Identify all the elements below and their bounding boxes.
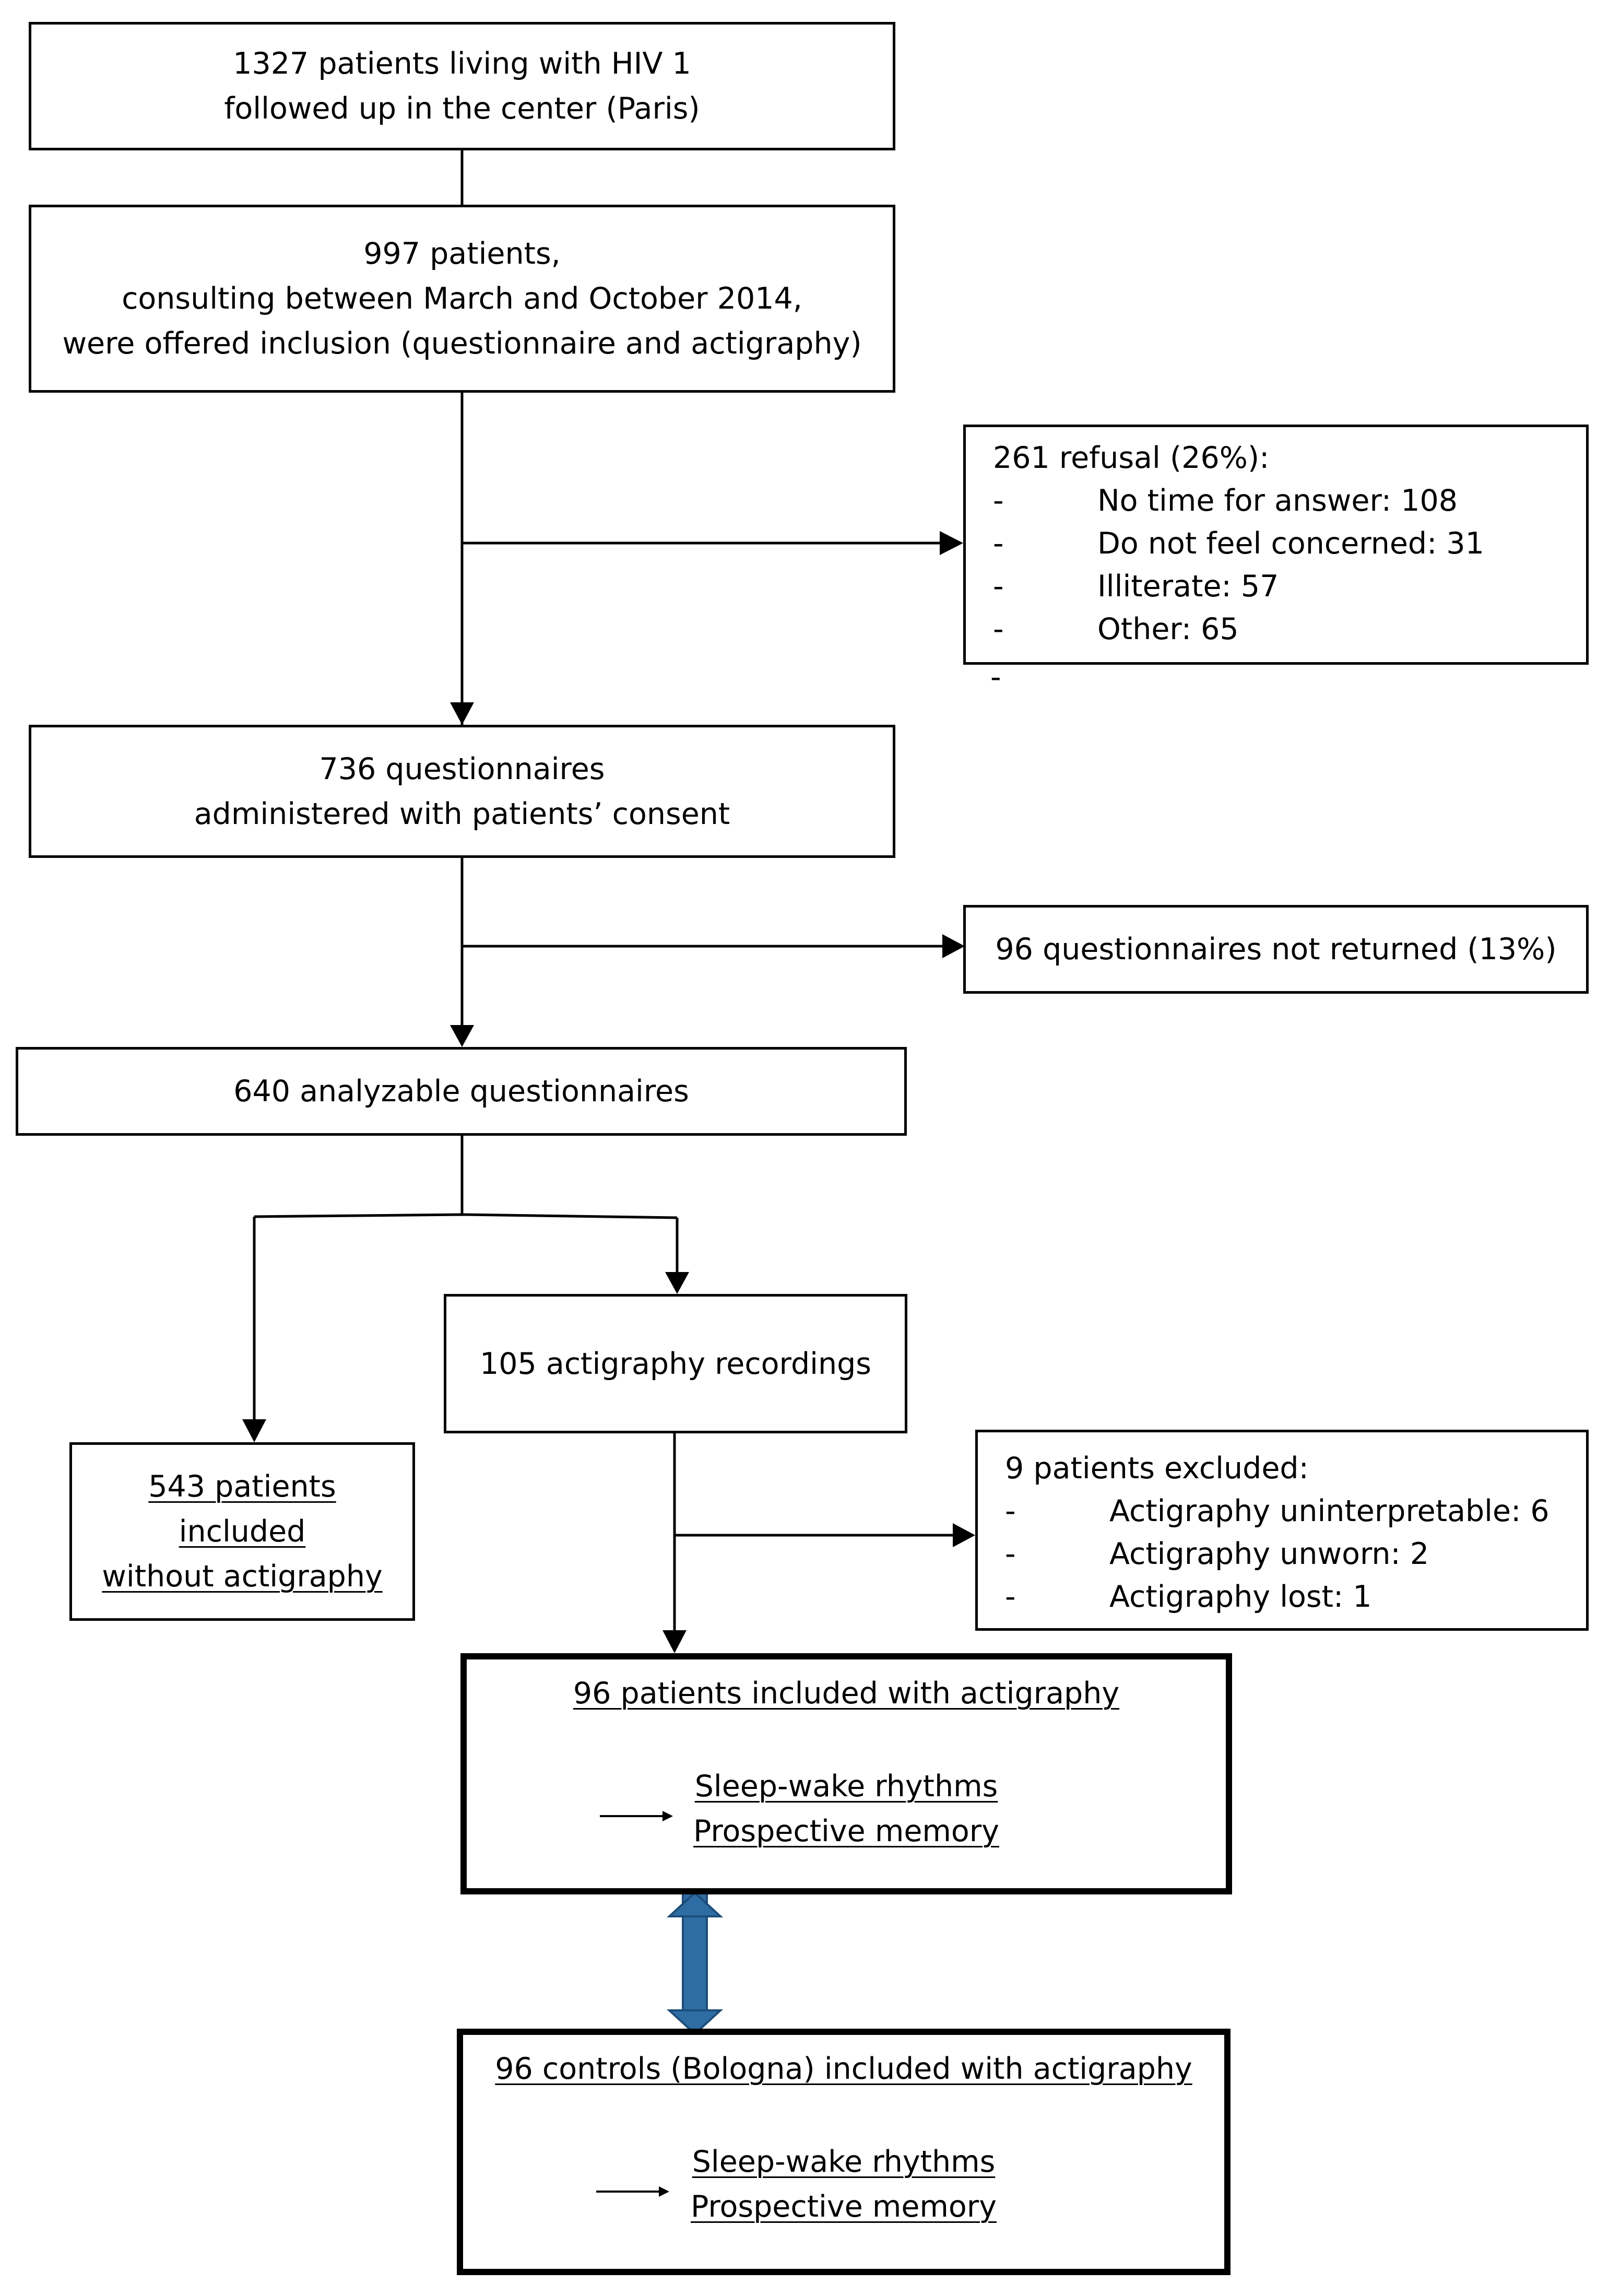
box-without-actigraphy: 543 patients included without actigraphy	[69, 1442, 415, 1621]
box-excluded: 9 patients excluded: -Actigraphy uninter…	[975, 1430, 1589, 1631]
box-controls-included: 96 controls (Bologna) included with acti…	[457, 2029, 1231, 2275]
actigraphy-text: 105 actigraphy recordings	[480, 1346, 871, 1381]
controls-outcome-sleep: Sleep-wake rhythms	[692, 2145, 996, 2179]
box-questionnaires-administered: 736 questionnaires administered with pat…	[29, 725, 895, 858]
administered-line-2: administered with patients’ consent	[194, 796, 730, 831]
excluded-title: 9 patients excluded:	[1005, 1451, 1309, 1486]
box-actigraphy-recordings: 105 actigraphy recordings	[444, 1294, 907, 1433]
arrowhead-analyzable	[450, 1025, 474, 1047]
refusal-item: -Other: 65	[993, 612, 1239, 646]
refusal-title: 261 refusal (26%):	[993, 441, 1270, 475]
box-patients-included: 96 patients included with actigraphy Sle…	[460, 1653, 1232, 1894]
right-arrow-icon	[600, 1811, 673, 1821]
offered-line-3: were offered inclusion (questionnaire an…	[62, 326, 862, 361]
excluded-item: -Actigraphy lost: 1	[1005, 1580, 1372, 1614]
excluded-item: -Actigraphy unworn: 2	[1005, 1537, 1429, 1571]
administered-line-1: 736 questionnaires	[319, 751, 605, 786]
arrowhead-not-returned	[942, 934, 965, 958]
patients-outcome-memory: Prospective memory	[693, 1814, 999, 1848]
arrowhead-administered	[450, 702, 474, 725]
box-analyzable: 640 analyzable questionnaires	[16, 1047, 907, 1136]
total-line-2: followed up in the center (Paris)	[224, 91, 700, 126]
total-line-1: 1327 patients living with HIV 1	[233, 46, 691, 81]
refusal-item: -Illiterate: 57	[993, 569, 1279, 604]
refusal-trailing-dash: -	[990, 660, 1001, 694]
not-returned-text: 96 questionnaires not returned (13%)	[995, 932, 1557, 967]
arrowhead-refusal	[940, 531, 963, 555]
without-actigraphy-line-1: 543 patients	[148, 1469, 336, 1504]
patients-included-title: 96 patients included with actigraphy	[573, 1676, 1120, 1711]
arrowhead-included	[662, 1630, 687, 1653]
arrowhead-without-actigraphy	[242, 1419, 266, 1442]
offered-line-2: consulting between March and October 201…	[122, 281, 802, 316]
arrowhead-actigraphy	[665, 1272, 689, 1294]
arrowhead-excluded	[953, 1523, 975, 1547]
box-not-returned: 96 questionnaires not returned (13%)	[963, 905, 1589, 994]
without-actigraphy-line-2: included	[179, 1514, 306, 1549]
right-arrow-icon	[596, 2186, 669, 2197]
controls-outcome-memory: Prospective memory	[691, 2189, 997, 2224]
comparison-double-arrow	[666, 1890, 724, 2035]
box-total-patients: 1327 patients living with HIV 1 followed…	[29, 22, 895, 150]
refusal-item: -No time for answer: 108	[993, 484, 1458, 518]
excluded-item: -Actigraphy uninterpretable: 6	[1005, 1494, 1549, 1528]
patients-outcome-sleep: Sleep-wake rhythms	[694, 1769, 998, 1804]
box-refusal: 261 refusal (26%): -No time for answer: …	[963, 425, 1589, 665]
without-actigraphy-line-3: without actigraphy	[102, 1559, 383, 1594]
offered-line-1: 997 patients,	[363, 237, 561, 271]
refusal-item: -Do not feel concerned: 31	[993, 526, 1484, 561]
connector-split-horizontal	[254, 1213, 678, 1219]
analyzable-text: 640 analyzable questionnaires	[233, 1074, 689, 1109]
controls-included-title: 96 controls (Bologna) included with acti…	[495, 2052, 1192, 2086]
box-offered-inclusion: 997 patients, consulting between March a…	[29, 205, 895, 393]
